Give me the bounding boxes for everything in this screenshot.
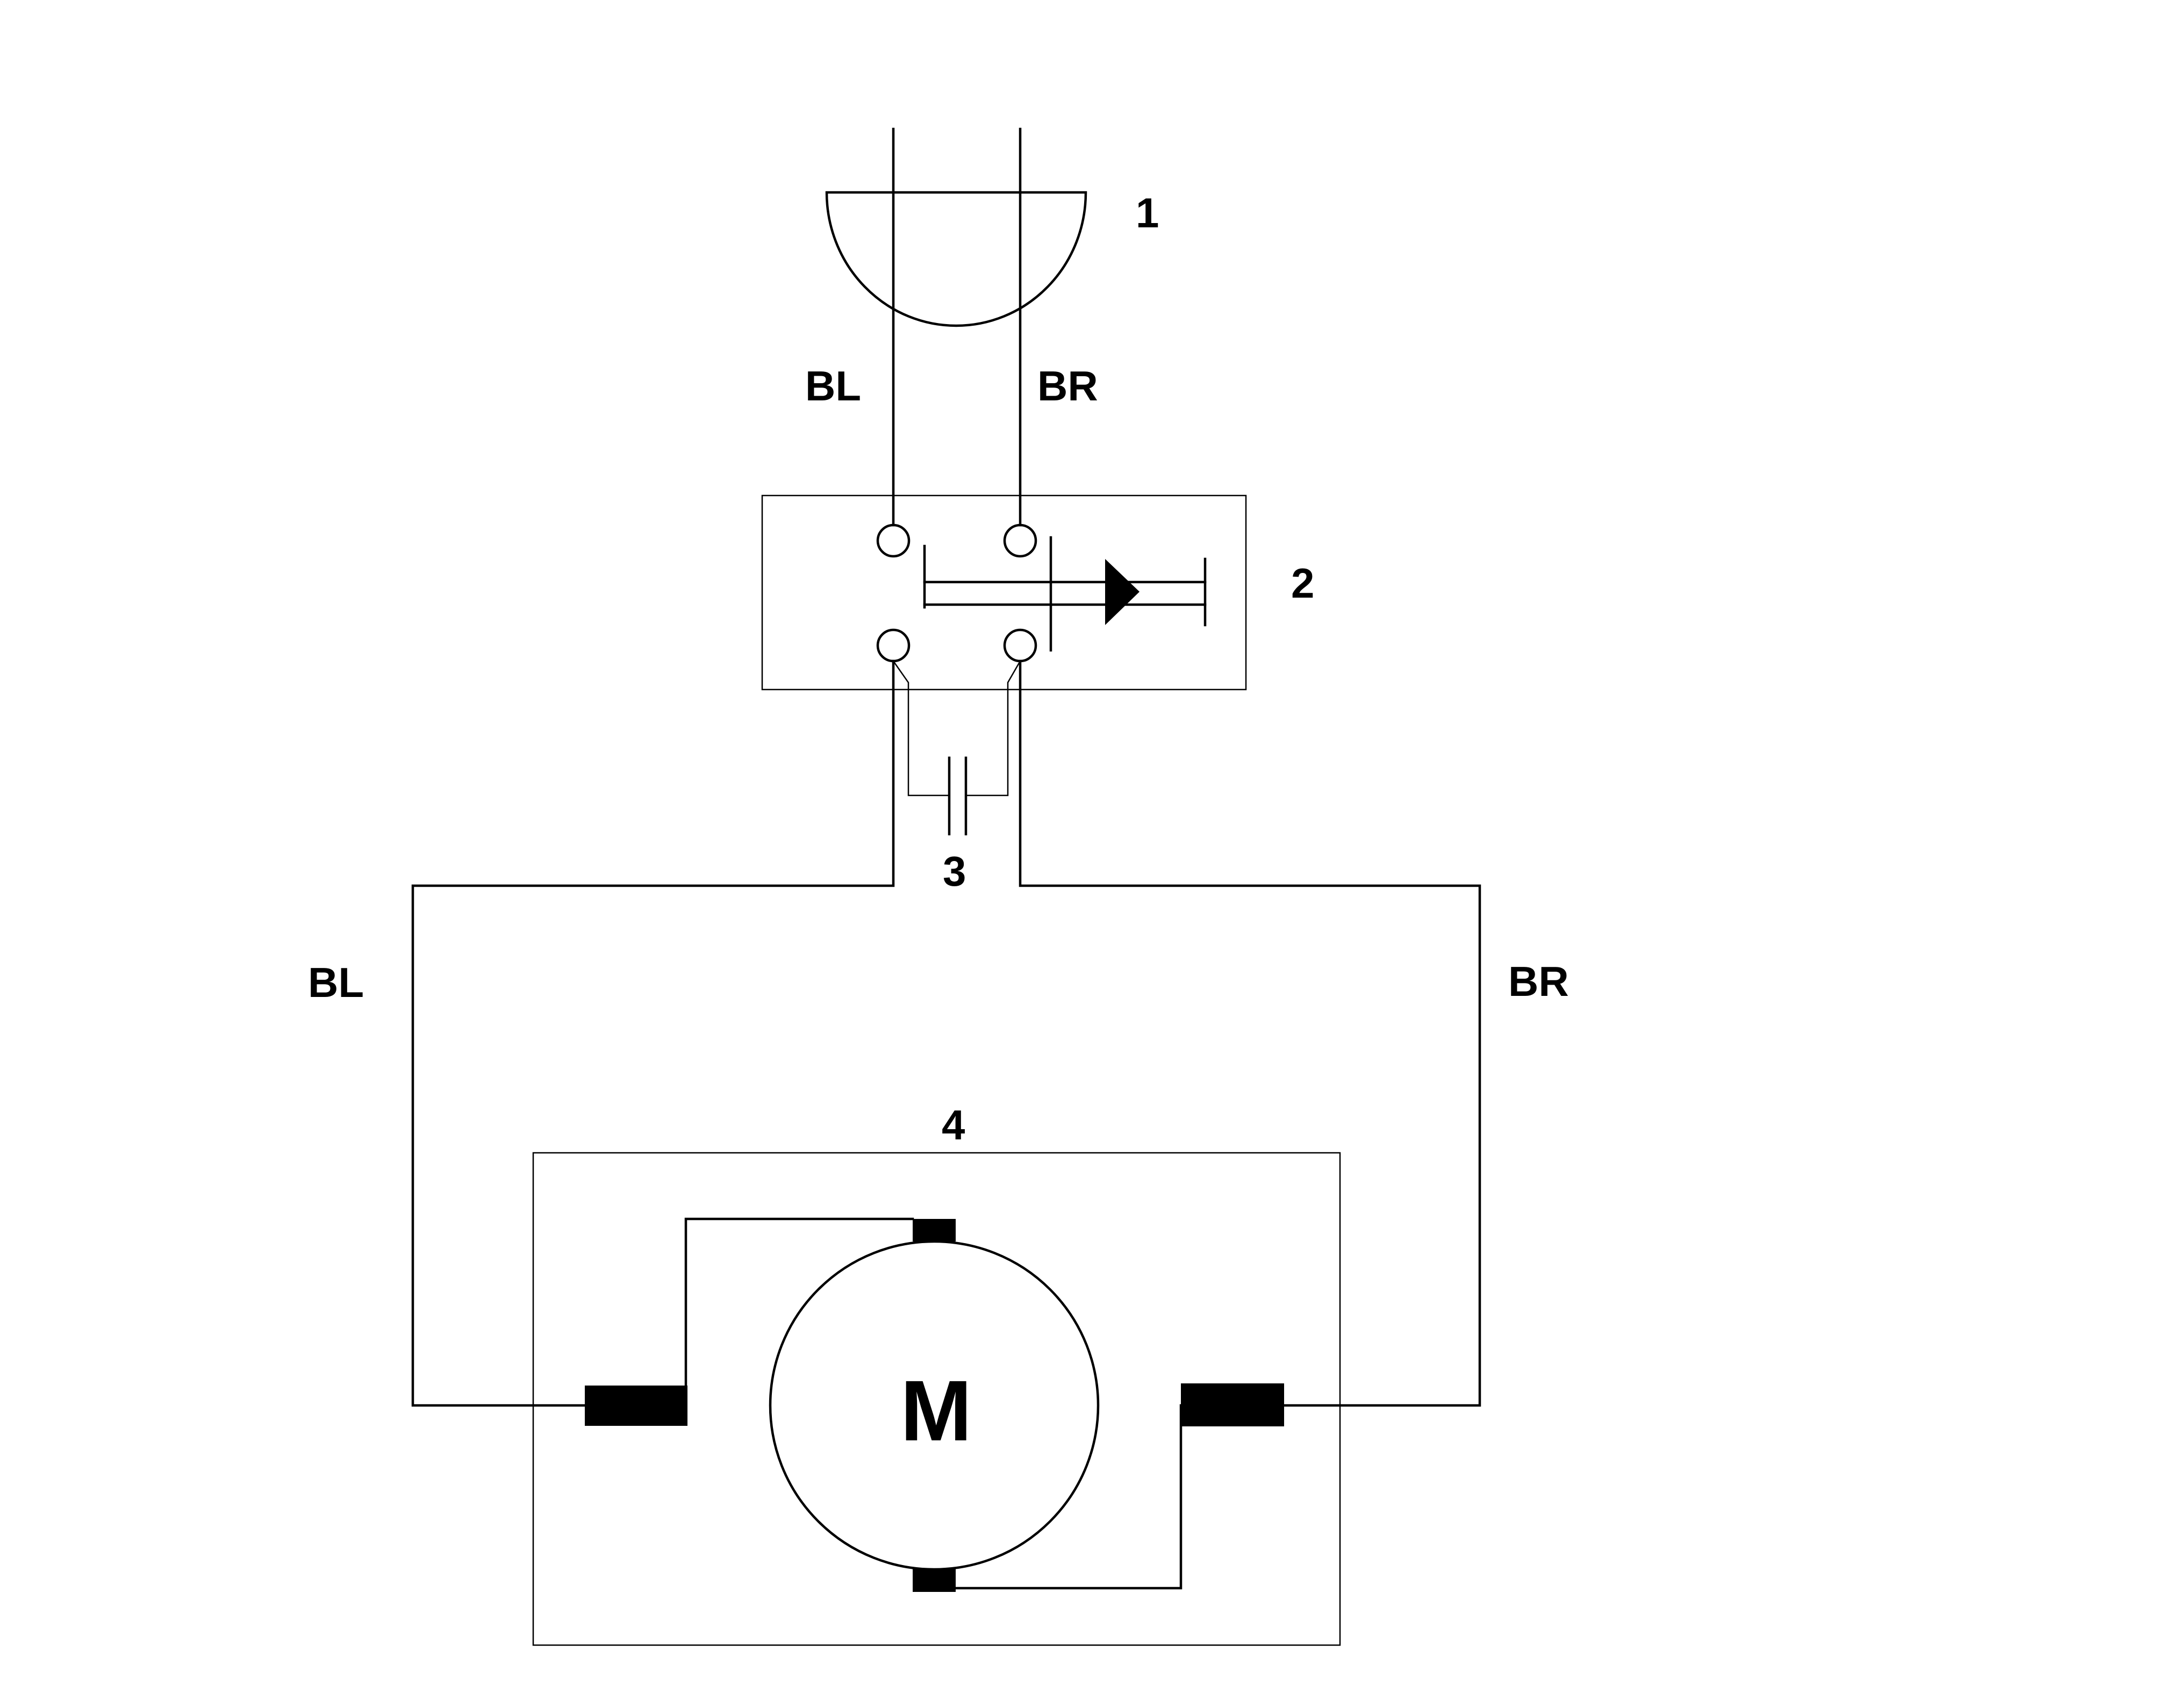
- motor-field-coil-right: [1181, 1383, 1284, 1426]
- label-wire-upper-left: BL: [805, 362, 861, 410]
- motor-symbol-label: M: [900, 1362, 972, 1459]
- wire-lower-right: [1019, 659, 1481, 1407]
- wire-lower-left: [411, 659, 895, 1407]
- motor-field-coil-left: [585, 1386, 687, 1426]
- label-wire-lower-left: BL: [308, 959, 364, 1006]
- capacitor-lead-left: [892, 661, 949, 796]
- motor-housing: [532, 1152, 1341, 1646]
- capacitor: [892, 661, 1021, 836]
- switch: [761, 494, 1247, 691]
- switch-terminal-top-right: [1003, 523, 1037, 558]
- motor-brush-top: [913, 1219, 956, 1241]
- motor-internal-wire-top: [684, 1217, 914, 1407]
- switch-box: [761, 494, 1247, 691]
- label-component-4: 4: [942, 1101, 965, 1149]
- switch-arrow-icon: [1105, 559, 1140, 625]
- motor-brush-bottom: [913, 1568, 956, 1592]
- label-wire-upper-right: BR: [1037, 362, 1098, 410]
- motor: [532, 1152, 1341, 1646]
- switch-terminal-bottom-right: [1003, 628, 1037, 663]
- capacitor-lead-right: [966, 661, 1021, 796]
- plug: [825, 191, 1087, 327]
- switch-terminal-top-left: [876, 523, 911, 558]
- label-wire-lower-right: BR: [1508, 958, 1569, 1005]
- label-component-2: 2: [1291, 559, 1314, 607]
- label-component-3: 3: [943, 848, 966, 895]
- label-component-1: 1: [1136, 189, 1159, 236]
- switch-terminal-bottom-left: [876, 628, 911, 663]
- motor-internal-wire-bottom: [954, 1404, 1183, 1590]
- plug-body: [825, 191, 1087, 327]
